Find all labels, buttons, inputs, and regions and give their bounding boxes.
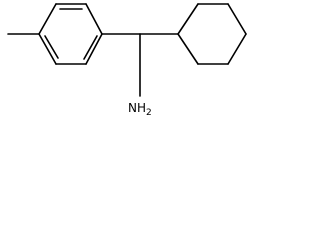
benzene-ring [38,3,103,65]
benzene-double-bond-left [44,35,59,59]
amine-label-main: NH [128,101,146,115]
cyclohexane-bond-3 [227,3,247,35]
benzene-bond-5 [38,33,57,65]
benzene-bond-3 [85,33,103,65]
amine-label-subscript: 2 [146,108,152,118]
benzene-bond-2 [85,3,103,35]
cyclohexane-bond-4 [227,33,247,65]
cyclohexane-bond-6 [177,33,199,65]
benzene-bond-6 [38,3,57,35]
benzene-double-bond-right [83,35,98,60]
cyclohexane-ring [177,3,247,65]
amine-label: NH2 [128,101,152,118]
cyclohexane-bond-1 [177,3,199,35]
chemical-structure-diagram: NH2 [7,3,247,118]
